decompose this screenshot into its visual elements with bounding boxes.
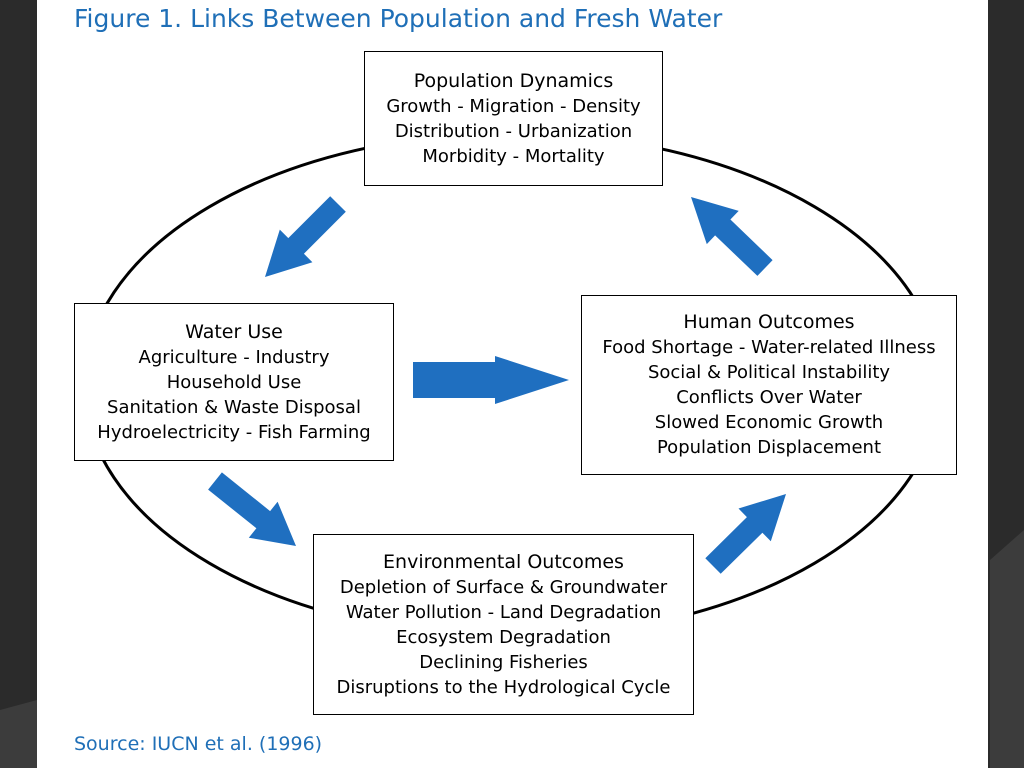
node-line: Growth - Migration - Density bbox=[386, 95, 641, 117]
node-environmental-outcomes: Environmental Outcomes Depletion of Surf… bbox=[313, 534, 694, 715]
arrow-environmental-outcomes-to-human-outcomes bbox=[705, 494, 786, 574]
node-line: Food Shortage - Water-related Illness bbox=[602, 337, 936, 358]
node-line: Depletion of Surface & Groundwater bbox=[339, 576, 668, 598]
node-line: Morbidity - Mortality bbox=[422, 145, 605, 167]
node-line: Ecosystem Degradation bbox=[396, 626, 611, 648]
figure-title: Figure 1. Links Between Population and F… bbox=[74, 4, 723, 33]
node-line: Declining Fisheries bbox=[419, 651, 588, 673]
arrow-population-dynamics-to-water-use bbox=[265, 196, 346, 277]
arrow-human-outcomes-to-population-dynamics bbox=[691, 197, 773, 276]
node-line: Population Displacement bbox=[656, 437, 882, 458]
node-line: Sanitation & Waste Disposal bbox=[107, 396, 361, 418]
node-line: Slowed Economic Growth bbox=[654, 412, 884, 433]
figure-source: Source: IUCN et al. (1996) bbox=[74, 733, 323, 755]
arrow-layer bbox=[208, 196, 786, 574]
node-population-dynamics: Population Dynamics Growth - Migration -… bbox=[364, 51, 663, 186]
node-line: Distribution - Urbanization bbox=[394, 120, 633, 142]
node-line: Agriculture - Industry bbox=[138, 346, 330, 368]
arrow-water-use-to-human-outcomes bbox=[413, 356, 569, 404]
node-title: Human Outcomes bbox=[683, 311, 855, 333]
node-title: Environmental Outcomes bbox=[383, 550, 624, 573]
node-line: Household Use bbox=[166, 371, 302, 393]
node-line: Social & Political Instability bbox=[647, 362, 891, 383]
node-water-use: Water Use Agriculture - Industry Househo… bbox=[74, 303, 394, 461]
node-human-outcomes: Human Outcomes Food Shortage - Water-rel… bbox=[581, 295, 957, 475]
node-title: Population Dynamics bbox=[413, 69, 614, 92]
node-title: Water Use bbox=[185, 320, 283, 343]
node-line: Water Pollution - Land Degradation bbox=[345, 601, 662, 623]
node-line: Conflicts Over Water bbox=[676, 387, 862, 408]
arrow-water-use-to-environmental-outcomes bbox=[208, 472, 296, 546]
node-line: Hydroelectricity - Fish Farming bbox=[97, 421, 371, 443]
node-line: Disruptions to the Hydrological Cycle bbox=[336, 676, 671, 698]
